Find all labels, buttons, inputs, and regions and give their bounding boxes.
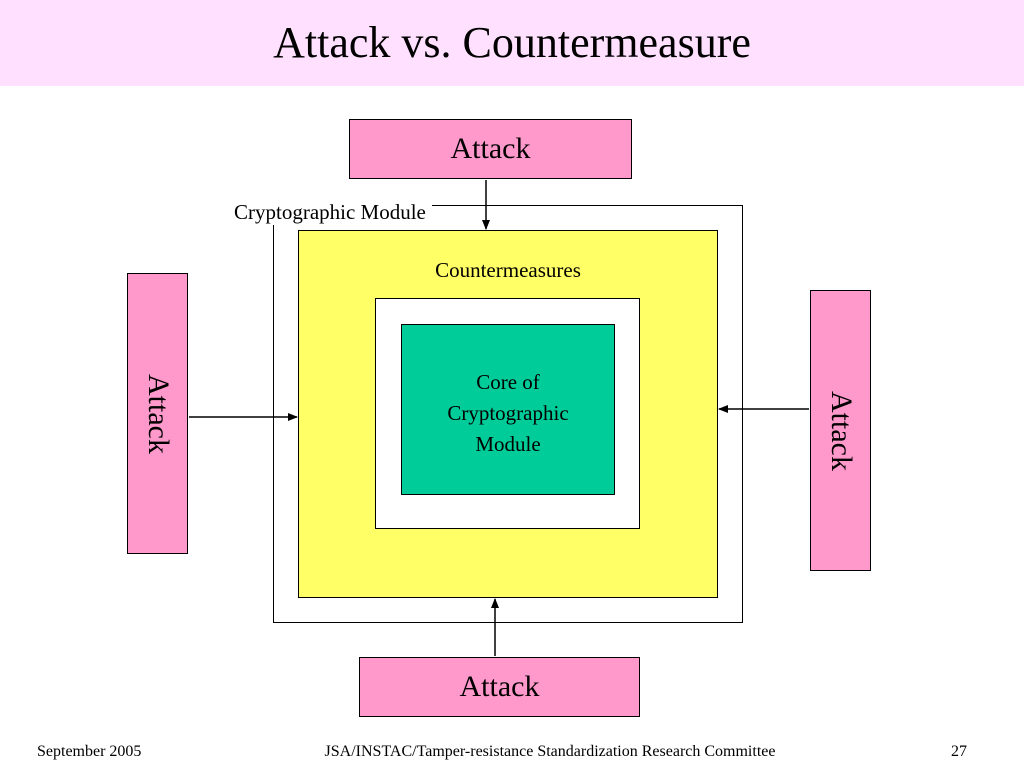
countermeasures-label: Countermeasures xyxy=(435,258,581,282)
core-module-box xyxy=(401,324,615,495)
title-bar xyxy=(0,0,1024,86)
core-label-line-1: Core of xyxy=(476,370,540,394)
slide-title: Attack vs. Countermeasure xyxy=(273,18,751,67)
core-label-line-2: Cryptographic xyxy=(447,401,569,425)
footer-page-number: 27 xyxy=(951,743,967,760)
attack-label-bottom: Attack xyxy=(459,670,540,703)
cryptographic-module-label: Cryptographic Module xyxy=(228,199,432,225)
core-label-line-3: Module xyxy=(475,432,541,456)
footer-date: September 2005 xyxy=(37,743,142,760)
attack-box-top: Attack xyxy=(349,119,632,179)
attack-box-bottom: Attack xyxy=(359,657,640,717)
core-module-label: Core of Cryptographic Module xyxy=(401,367,615,460)
attack-box-left: Attack xyxy=(127,273,188,554)
attack-box-right: Attack xyxy=(810,290,871,571)
footer-committee: JSA/INSTAC/Tamper-resistance Standardiza… xyxy=(324,743,776,760)
attack-label-top: Attack xyxy=(450,132,531,165)
